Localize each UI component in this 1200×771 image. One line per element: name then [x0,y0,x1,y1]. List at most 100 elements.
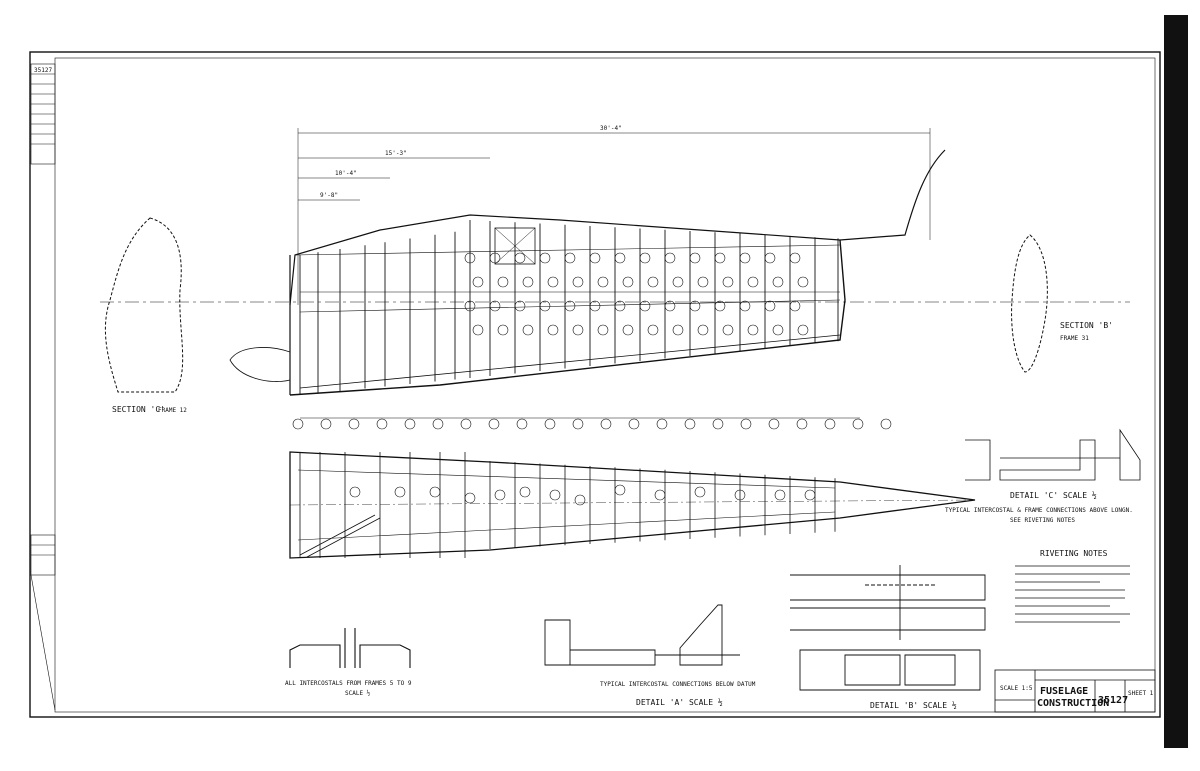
section-left-outline [104,217,184,393]
detail-c [965,428,1141,481]
frame-number-bubble [572,418,584,430]
plan-callout-bubble [614,484,626,496]
callout-bubble [639,252,651,264]
frame-number-bubble [320,418,332,430]
dimension-lines [297,128,931,419]
drawing-scale: SCALE 1:5 [1000,685,1033,692]
fuselage-side-view [229,149,946,430]
callout-bubble [597,324,609,336]
plan-callout-bubble [574,494,586,506]
frame-number-bubble [712,418,724,430]
callout-bubble [697,324,709,336]
frame-number-bubble [544,418,556,430]
detail-a-label: DETAIL 'A' SCALE ½ [636,697,723,707]
callout-bubble [647,276,659,288]
callout-bubble [514,252,526,264]
callout-bubble [547,276,559,288]
callout-bubble [464,252,476,264]
callout-bubble [497,324,509,336]
frame-number-bubble [740,418,752,430]
detail-b-splice [790,565,986,640]
callout-bubble [589,300,601,312]
overall-dimension: 30'-4" [600,125,622,132]
riveting-notes-lines [1015,565,1130,623]
callout-bubble [722,276,734,288]
callout-bubble [572,276,584,288]
side-callout-bubbles [292,252,892,430]
callout-bubble [789,252,801,264]
section-left-label: SECTION 'C' [112,405,165,414]
side-frames [299,220,839,395]
callout-bubble [647,324,659,336]
strip-drawing-number: 35127 [34,67,52,74]
callout-bubble [672,276,684,288]
callout-bubble [514,300,526,312]
detail-c-label: DETAIL 'C' SCALE ½ [1010,490,1097,500]
typical-connections-note: TYPICAL INTERCOSTAL CONNECTIONS BELOW DA… [600,681,756,688]
frame-number-bubble [796,418,808,430]
callout-bubble [672,324,684,336]
frame-number-bubble [460,418,472,430]
plan-callout-bubble [464,492,476,504]
frame-number-bubble [376,418,388,430]
frame-number-bubble [404,418,416,430]
plan-callout-bubbles [349,484,816,506]
frame-number-bubble [656,418,668,430]
callout-bubble [797,324,809,336]
callout-bubble [522,276,534,288]
callout-bubble [772,324,784,336]
plan-callout-bubble [494,489,506,501]
intercostals-label: ALL INTERCOSTALS FROM FRAMES 5 TO 9 [285,680,412,687]
plan-callout-bubble [549,489,561,501]
callout-bubble [747,324,759,336]
frame-number-bubble [852,418,864,430]
callout-bubble [622,276,634,288]
frame-number-bubble [292,418,304,430]
plan-callout-bubble [774,489,786,501]
section-right-outline [1011,234,1048,373]
detail-b-lower [799,649,981,691]
callout-bubble [564,300,576,312]
callout-bubble [539,300,551,312]
plan-callout-bubble [654,489,666,501]
drawing-title-1: FUSELAGE [1040,686,1088,697]
frame-number-bubble [684,418,696,430]
callout-bubble [689,252,701,264]
drawing-border [29,51,1161,718]
section-left-sublabel: FRAME 12 [158,407,187,414]
callout-bubble [747,276,759,288]
callout-bubble [522,324,534,336]
plan-callout-bubble [804,489,816,501]
callout-bubble [497,276,509,288]
callout-bubble [664,252,676,264]
section-right-label: SECTION 'B' [1060,321,1113,330]
dimension-1: 15'-3" [385,150,407,157]
dimension-3: 9'-8" [320,192,338,199]
intercostal-sections [289,628,411,668]
callout-bubble [789,300,801,312]
section-right-sublabel: FRAME 31 [1060,335,1089,342]
callout-bubble [764,300,776,312]
callout-bubble [772,276,784,288]
callout-bubble [597,276,609,288]
callout-bubble [564,252,576,264]
callout-bubble [472,324,484,336]
plan-frames [299,452,836,558]
callout-bubble [797,276,809,288]
detail-a [544,604,740,666]
callout-bubble [739,252,751,264]
frame-number-bubble [880,418,892,430]
typical-note-2: SEE RIVETING NOTES [1010,517,1075,524]
detail-b-label: DETAIL 'B' SCALE ½ [870,700,957,710]
frame-number-bubble [488,418,500,430]
frame-number-bubble [824,418,836,430]
frame-number-bubble [628,418,640,430]
plan-callout-bubble [394,486,406,498]
callout-bubble [547,324,559,336]
typical-note: TYPICAL INTERCOSTAL & FRAME CONNECTIONS … [945,507,1133,514]
callout-bubble [764,252,776,264]
scan-edge-bar [1164,15,1188,748]
fuselage-plan-view [289,451,976,559]
callout-bubble [614,252,626,264]
